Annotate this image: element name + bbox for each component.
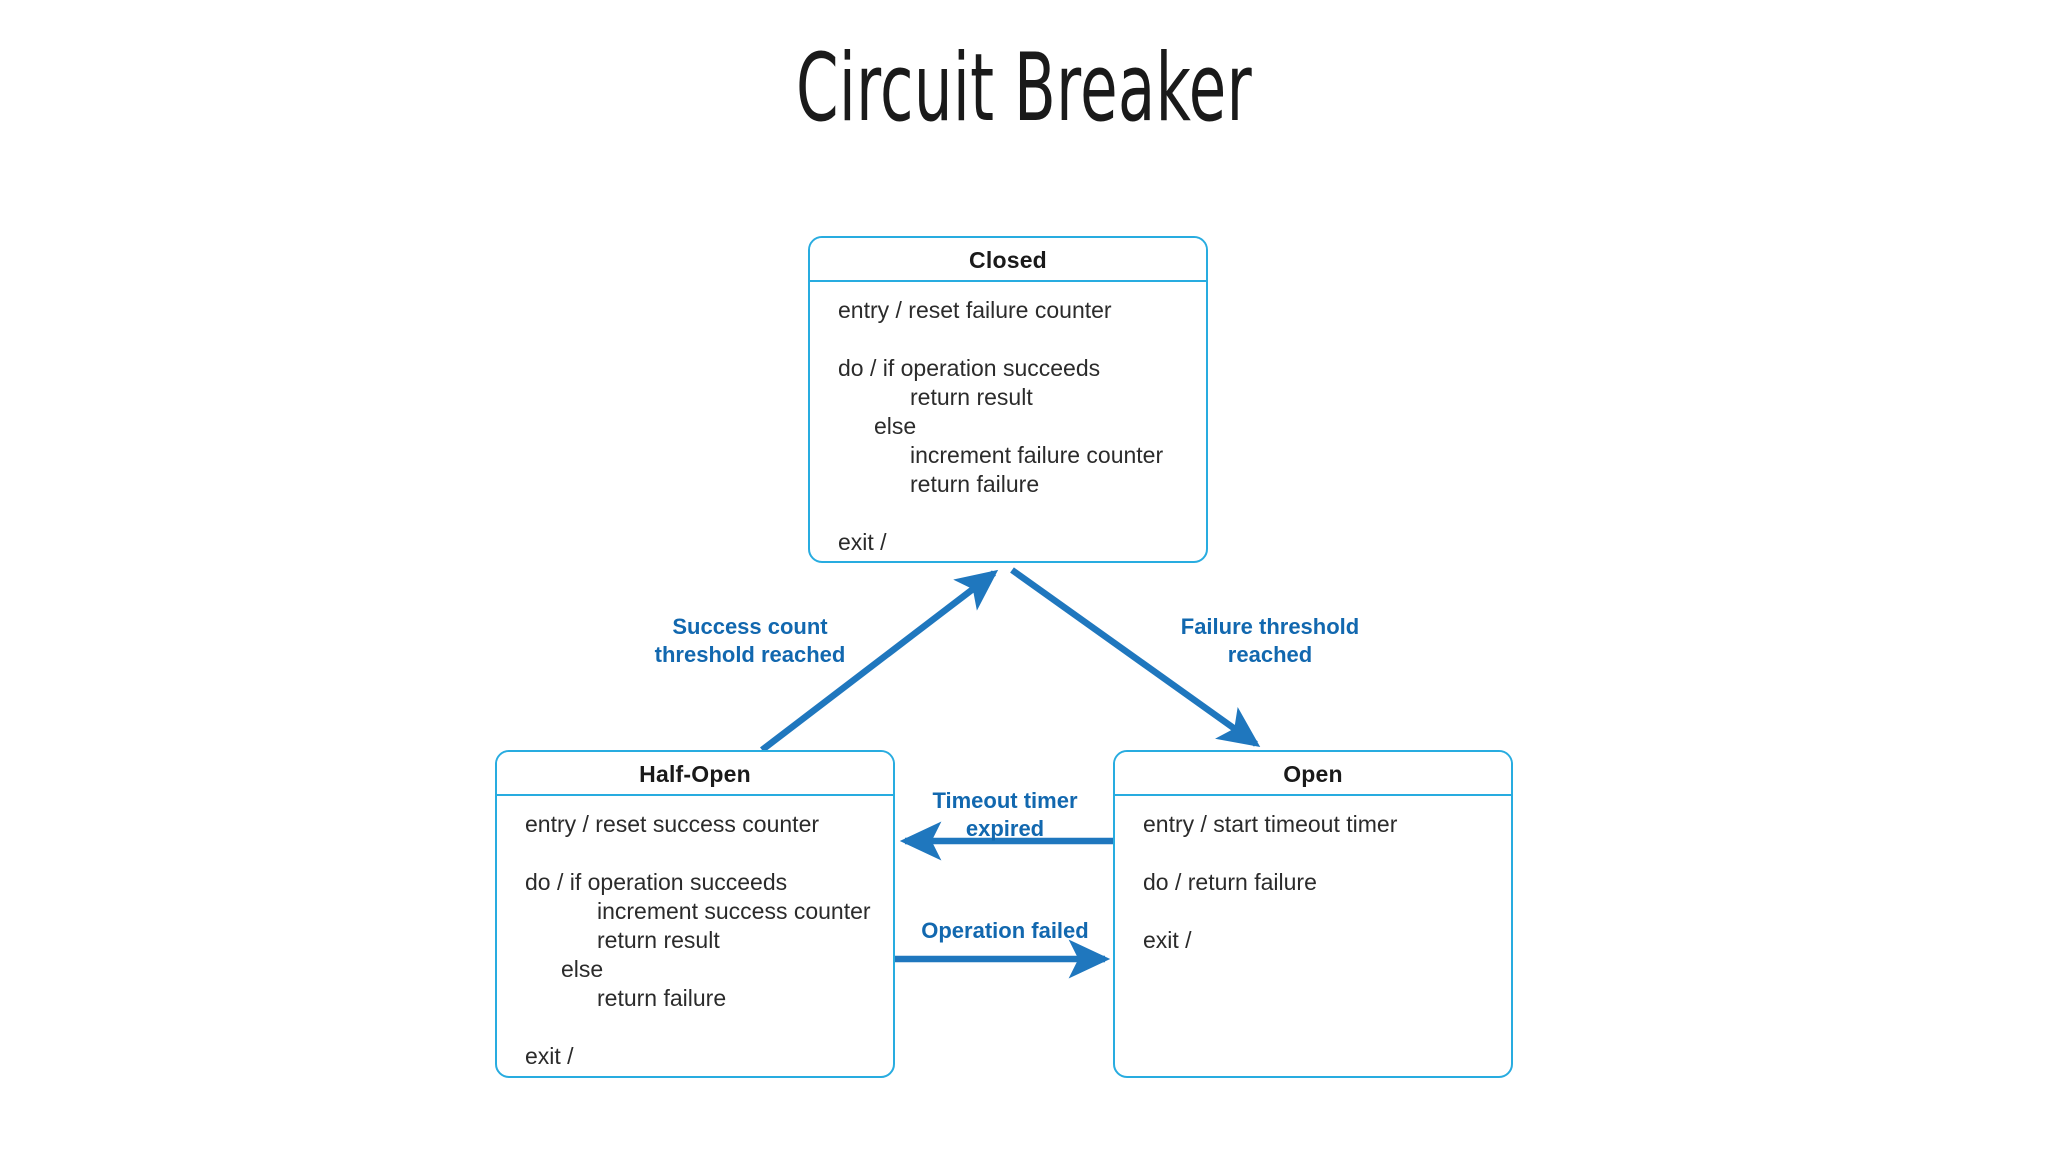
state-body-line: entry / reset success counter xyxy=(525,811,820,837)
state-body-line: return result xyxy=(910,384,1033,410)
state-body-closed: entry / reset failure counter do / if op… xyxy=(810,282,1206,557)
state-body-line: entry / start timeout timer xyxy=(1143,811,1398,837)
state-body-line: increment success counter xyxy=(597,898,871,924)
page-title: Circuit Breaker xyxy=(795,34,1252,143)
state-body-line xyxy=(1143,839,1511,868)
state-title-half-open: Half-Open xyxy=(497,752,893,796)
state-title-open: Open xyxy=(1115,752,1511,796)
state-body-line: do / if operation succeeds xyxy=(525,869,788,895)
transition-label-operation-failed: Operation failed xyxy=(921,918,1089,943)
state-body-line: return result xyxy=(597,927,720,953)
state-body-line: exit / xyxy=(1143,927,1192,953)
transition-label-success-count: Success count threshold reached xyxy=(654,614,846,667)
state-body-line: do / if operation succeeds xyxy=(838,355,1101,381)
state-body-half-open: entry / reset success counter do / if op… xyxy=(497,796,893,1071)
state-body-line: return failure xyxy=(597,985,727,1011)
state-body-line: do / return failure xyxy=(1143,869,1317,895)
state-body-line: increment failure counter xyxy=(910,442,1164,468)
state-body-line: exit / xyxy=(838,529,887,555)
state-body-line xyxy=(525,839,893,868)
state-box-closed[interactable]: Closed entry / reset failure counter do … xyxy=(808,236,1208,563)
state-box-open[interactable]: Open entry / start timeout timer do / re… xyxy=(1113,750,1513,1078)
state-body-line: entry / reset failure counter xyxy=(838,297,1112,323)
state-body-line xyxy=(1143,897,1511,926)
state-body-line: return failure xyxy=(910,471,1040,497)
state-body-line: else xyxy=(874,413,917,439)
transition-label-failure-threshold: Failure threshold reached xyxy=(1180,614,1360,667)
state-title-closed: Closed xyxy=(810,238,1206,282)
state-body-line: else xyxy=(561,956,604,982)
state-body-open: entry / start timeout timer do / return … xyxy=(1115,796,1511,955)
transition-label-timeout-timer: Timeout timer expired xyxy=(932,788,1078,841)
state-box-half-open[interactable]: Half-Open entry / reset success counter … xyxy=(495,750,895,1078)
state-body-line xyxy=(525,1013,893,1042)
state-body-line xyxy=(838,325,1206,354)
state-body-line: exit / xyxy=(525,1043,574,1069)
state-body-line xyxy=(838,499,1206,528)
